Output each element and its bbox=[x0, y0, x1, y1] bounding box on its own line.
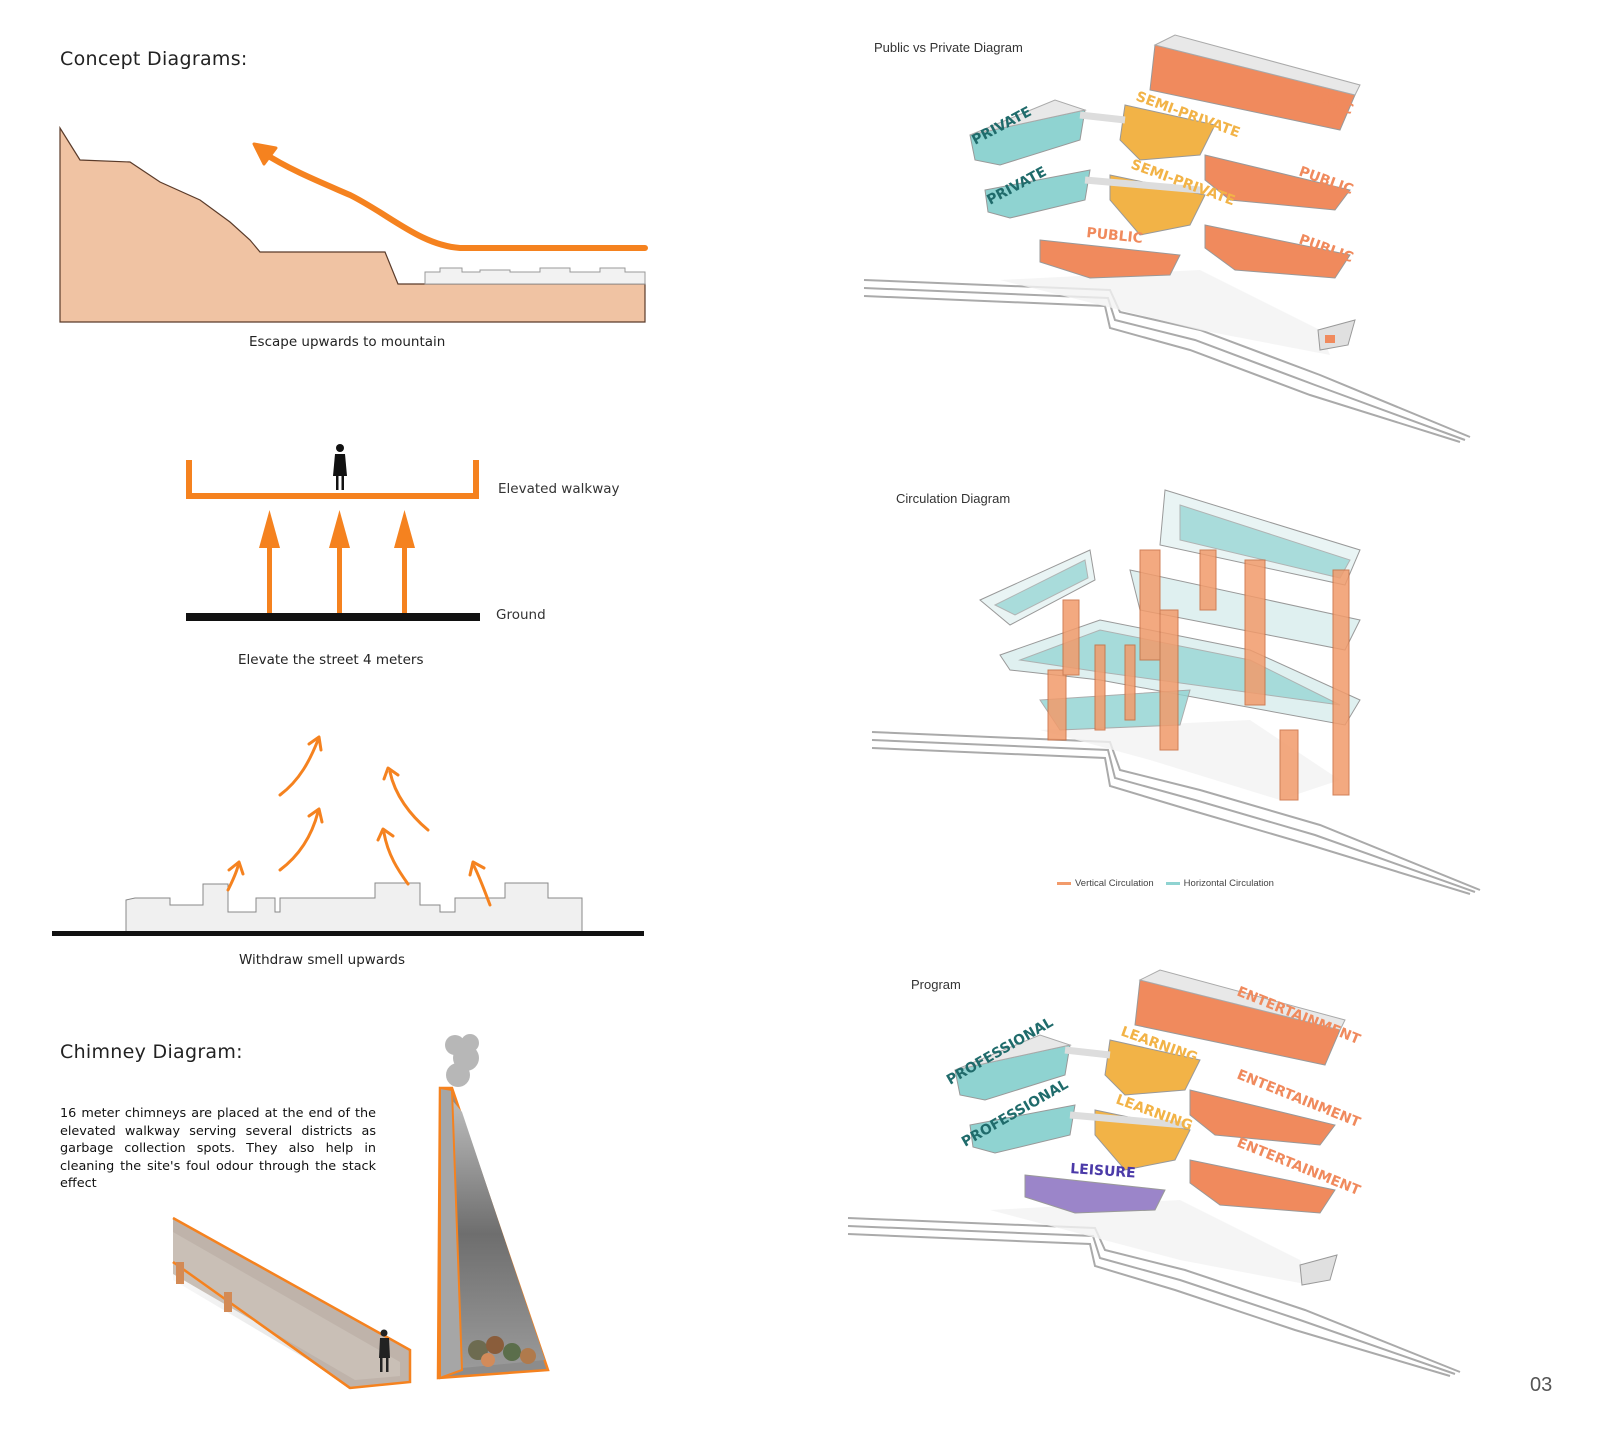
elevate-caption: Elevate the street 4 meters bbox=[238, 652, 424, 668]
smell-arrowheads bbox=[227, 735, 486, 877]
withdraw-smell-diagram bbox=[52, 735, 644, 936]
circulation-legend: Vertical Circulation Horizontal Circulat… bbox=[1057, 878, 1274, 889]
escape-arrowhead bbox=[252, 142, 278, 166]
tray-professional-2 bbox=[969, 1104, 1076, 1154]
smell-arrows bbox=[226, 738, 492, 907]
up-arrows bbox=[259, 510, 415, 614]
city-skyline bbox=[424, 267, 646, 285]
tray-semi-private-1 bbox=[1119, 104, 1216, 161]
city-blocks bbox=[125, 882, 583, 933]
smoke-plume bbox=[445, 1034, 479, 1087]
person-silhouette bbox=[333, 444, 347, 490]
tray-entertainment-2 bbox=[1189, 1089, 1336, 1146]
label-public-4: PUBLIC bbox=[1086, 225, 1144, 247]
ground-terrain-2 bbox=[871, 731, 1481, 895]
tray-leisure bbox=[1024, 1174, 1166, 1214]
person-silhouette-2 bbox=[379, 1329, 390, 1372]
ground-line bbox=[186, 613, 480, 621]
elevate-diagram bbox=[186, 444, 480, 621]
mountain-section bbox=[59, 125, 646, 323]
elevated-walkway-label: Elevated walkway bbox=[498, 481, 620, 497]
tray-private-2 bbox=[984, 169, 1091, 219]
circulation-title: Circulation Diagram bbox=[896, 491, 1011, 506]
tray-public-3 bbox=[1204, 224, 1351, 279]
legend-horizontal: Horizontal Circulation bbox=[1165, 878, 1274, 889]
ground-line-2 bbox=[52, 931, 644, 936]
chimney-description: 16 meter chimneys are placed at the end … bbox=[60, 1106, 376, 1191]
legend-vertical-swatch bbox=[1057, 882, 1071, 885]
program-title: Program bbox=[911, 977, 961, 992]
legend-horizontal-swatch bbox=[1165, 882, 1180, 885]
chimney-diagram-heading: Chimney Diagram: bbox=[60, 1041, 243, 1063]
tray-public-top bbox=[1149, 34, 1361, 131]
ground-label: Ground bbox=[496, 607, 546, 623]
tray-entertainment-3 bbox=[1189, 1159, 1336, 1214]
public-private-title: Public vs Private Diagram bbox=[874, 40, 1023, 55]
vertical-cores bbox=[1047, 549, 1350, 801]
legend-vertical: Vertical Circulation bbox=[1057, 878, 1154, 889]
tray-learning-1 bbox=[1104, 1039, 1201, 1096]
garbage-pile bbox=[468, 1336, 536, 1367]
walkway-channel bbox=[172, 1216, 412, 1390]
tray-entertainment-1 bbox=[1134, 969, 1346, 1066]
chimney-tower bbox=[436, 1086, 550, 1380]
concept-diagrams-heading: Concept Diagrams: bbox=[60, 48, 248, 70]
tray-public-4 bbox=[1039, 239, 1181, 279]
escape-arrow bbox=[259, 149, 648, 251]
tray-professional-1 bbox=[954, 1034, 1072, 1101]
chimney-illustration bbox=[172, 1034, 550, 1390]
label-leisure: LEISURE bbox=[1070, 1161, 1136, 1182]
small-box-2 bbox=[1299, 1254, 1338, 1286]
legend-horizontal-label: Horizontal Circulation bbox=[1183, 878, 1274, 889]
tray-public-2 bbox=[1204, 154, 1351, 211]
elevated-walkway bbox=[186, 460, 479, 499]
legend-vertical-label: Vertical Circulation bbox=[1075, 878, 1154, 889]
escape-upwards-diagram bbox=[59, 125, 648, 323]
small-box bbox=[1317, 319, 1356, 351]
page-number: 03 bbox=[1530, 1374, 1553, 1396]
tray-private-1 bbox=[969, 99, 1087, 166]
withdraw-caption: Withdraw smell upwards bbox=[239, 952, 406, 968]
escape-caption: Escape upwards to mountain bbox=[249, 334, 446, 350]
